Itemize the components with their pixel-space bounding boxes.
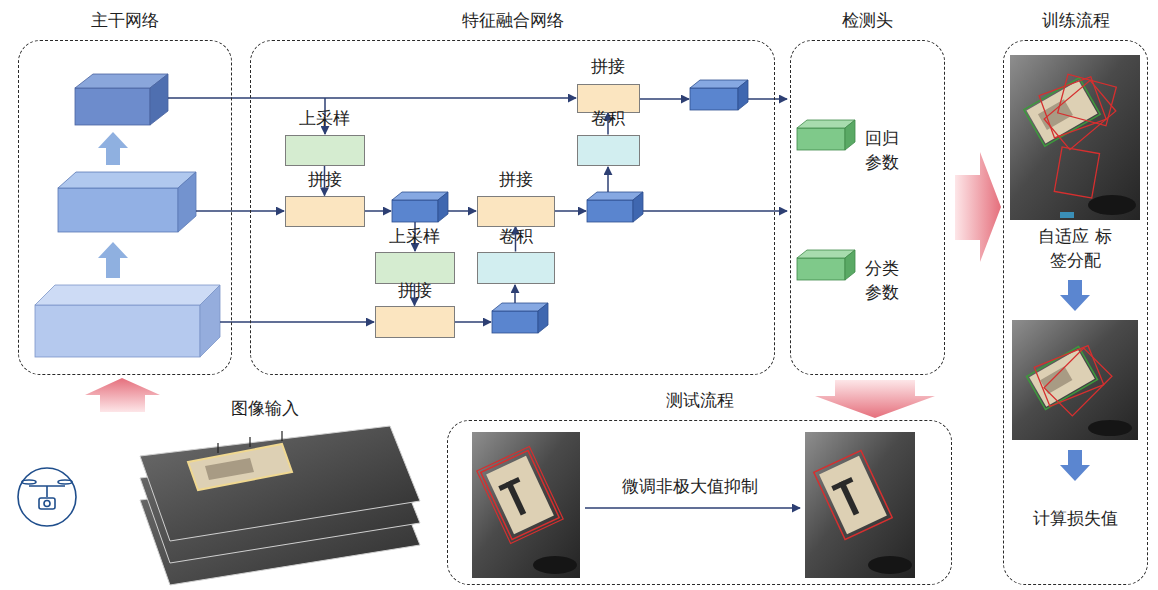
conv-box: 卷积 bbox=[477, 252, 555, 284]
wire bbox=[748, 98, 787, 100]
upsample-box: 上采样 bbox=[285, 135, 365, 166]
output-label: 分类 参数 bbox=[862, 256, 902, 304]
input-caption: 图像输入 bbox=[215, 396, 315, 420]
wire bbox=[365, 210, 391, 212]
block-front bbox=[75, 88, 150, 125]
concat-box: 拼接 bbox=[375, 306, 455, 338]
box-label: 拼接 bbox=[398, 280, 432, 300]
flow-arrow bbox=[815, 380, 935, 418]
conv-box: 卷积 bbox=[577, 135, 640, 166]
feature-block bbox=[58, 172, 196, 232]
detection-image bbox=[472, 432, 580, 578]
block-top bbox=[35, 285, 220, 305]
drone-icon bbox=[18, 468, 76, 526]
panel-heading: 主干网络 bbox=[19, 9, 231, 31]
block-side bbox=[200, 285, 220, 357]
flow-arrow bbox=[85, 378, 160, 412]
panel-heading: 测试流程 bbox=[448, 389, 951, 411]
wire bbox=[607, 167, 609, 192]
feature-cube bbox=[587, 192, 643, 222]
flow-arrow bbox=[1060, 280, 1090, 311]
block-side bbox=[178, 172, 196, 232]
module-panel: 特征融合网络拼接上采样卷积拼接拼接上采样卷积拼接 bbox=[250, 40, 775, 375]
wire bbox=[196, 210, 284, 212]
flow-arrow bbox=[98, 242, 128, 278]
step-label: 计算损失值 bbox=[1010, 506, 1140, 530]
wire bbox=[514, 285, 516, 303]
block-top bbox=[58, 172, 196, 188]
box-label: 上采样 bbox=[299, 108, 350, 128]
head-cube bbox=[797, 250, 855, 280]
wire bbox=[455, 321, 491, 323]
wire bbox=[220, 321, 374, 323]
target-object bbox=[205, 458, 254, 480]
panel-heading: 训练流程 bbox=[1004, 9, 1147, 31]
feature-cube bbox=[492, 303, 548, 333]
module-panel: 检测头 bbox=[790, 40, 945, 375]
step-label: 微调非极大值抑制 bbox=[595, 474, 785, 498]
box-label: 卷积 bbox=[499, 226, 533, 246]
box-label: 拼接 bbox=[499, 169, 533, 189]
flow-arrow bbox=[1060, 450, 1090, 481]
feature-block bbox=[35, 285, 220, 357]
step-label: 自适应 标签分配 bbox=[1030, 224, 1120, 272]
block-side bbox=[150, 74, 168, 125]
head-cube bbox=[797, 120, 855, 150]
detection-image bbox=[1012, 320, 1138, 440]
detection-image bbox=[1010, 55, 1140, 220]
tick-mark bbox=[218, 431, 282, 453]
box-label: 卷积 bbox=[591, 108, 625, 128]
box-label: 上采样 bbox=[389, 226, 440, 246]
image-layer bbox=[140, 426, 420, 541]
module-panel: 主干网络 bbox=[18, 40, 232, 375]
feature-cube bbox=[690, 80, 748, 110]
panel-heading: 特征融合网络 bbox=[251, 9, 774, 31]
module-panel: 测试流程 bbox=[447, 420, 952, 585]
feature-cube bbox=[392, 192, 448, 222]
output-label: 回归 参数 bbox=[862, 126, 902, 174]
wire bbox=[585, 507, 800, 509]
detection-image bbox=[805, 432, 915, 578]
box-label: 拼接 bbox=[308, 169, 342, 189]
upsample-box: 上采样 bbox=[375, 252, 455, 284]
block-front bbox=[58, 188, 178, 232]
wire bbox=[555, 210, 586, 212]
connector-layer bbox=[325, 113, 609, 306]
target-object bbox=[188, 444, 292, 490]
wire bbox=[448, 210, 476, 212]
flow-arrow bbox=[98, 132, 128, 165]
concat-box: 拼接 bbox=[285, 196, 365, 227]
wire bbox=[643, 210, 787, 212]
flow-arrow bbox=[955, 152, 1001, 262]
concat-box: 拼接 bbox=[477, 196, 555, 227]
box-label: 拼接 bbox=[591, 56, 625, 76]
module-panel: 训练流程 bbox=[1003, 40, 1148, 585]
wire bbox=[168, 97, 576, 99]
panel-heading: 检测头 bbox=[791, 9, 944, 31]
feature-block bbox=[75, 74, 168, 125]
block-front bbox=[35, 305, 200, 357]
image-stack bbox=[140, 426, 420, 585]
wire bbox=[640, 98, 689, 100]
